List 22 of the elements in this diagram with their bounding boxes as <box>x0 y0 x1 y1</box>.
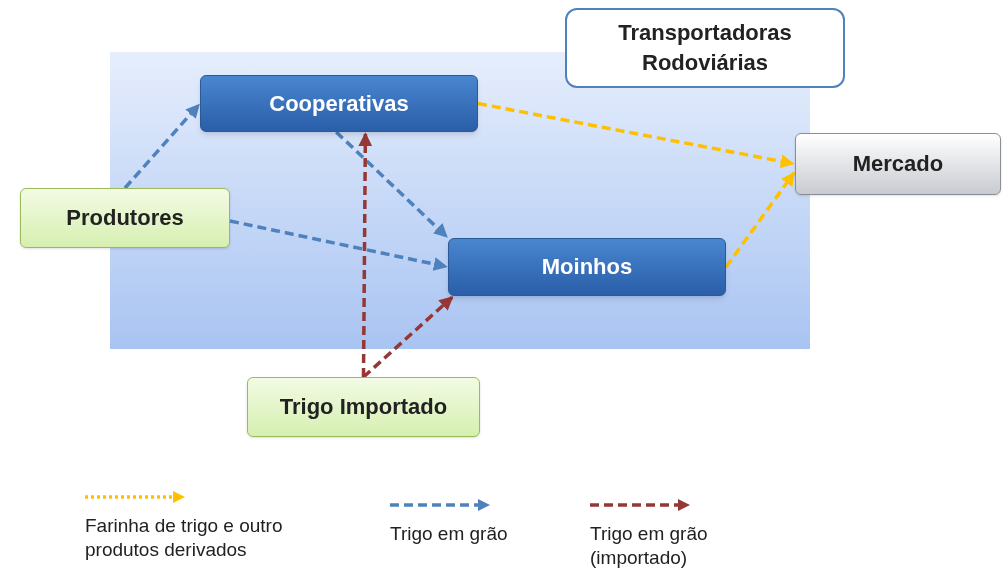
legend-label: Trigo em grão <box>390 522 509 546</box>
process-box <box>20 188 230 248</box>
process-box <box>565 8 845 88</box>
arrow <box>123 103 200 190</box>
node-label: Mercado <box>852 150 944 178</box>
arrow <box>724 171 796 269</box>
node-label: Trigo Importado <box>279 393 448 421</box>
node-label: Cooperativas <box>269 89 409 118</box>
node-label: Transportadoras Rodoviárias <box>617 19 793 77</box>
node-label: Moinhos <box>541 253 633 281</box>
process-box <box>448 238 726 296</box>
process-box <box>247 377 480 437</box>
process-box <box>795 133 1001 195</box>
arrow <box>335 130 448 238</box>
process-box <box>200 75 478 132</box>
arrow <box>477 101 795 169</box>
legend-label: Farinha de trigo e outro produtos derivados <box>85 514 284 562</box>
node-label: Produtores <box>66 204 184 232</box>
legend-label: Trigo em grão (importado) <box>590 522 709 569</box>
arrow <box>229 219 448 271</box>
arrow <box>362 296 454 379</box>
arrow <box>358 132 373 377</box>
